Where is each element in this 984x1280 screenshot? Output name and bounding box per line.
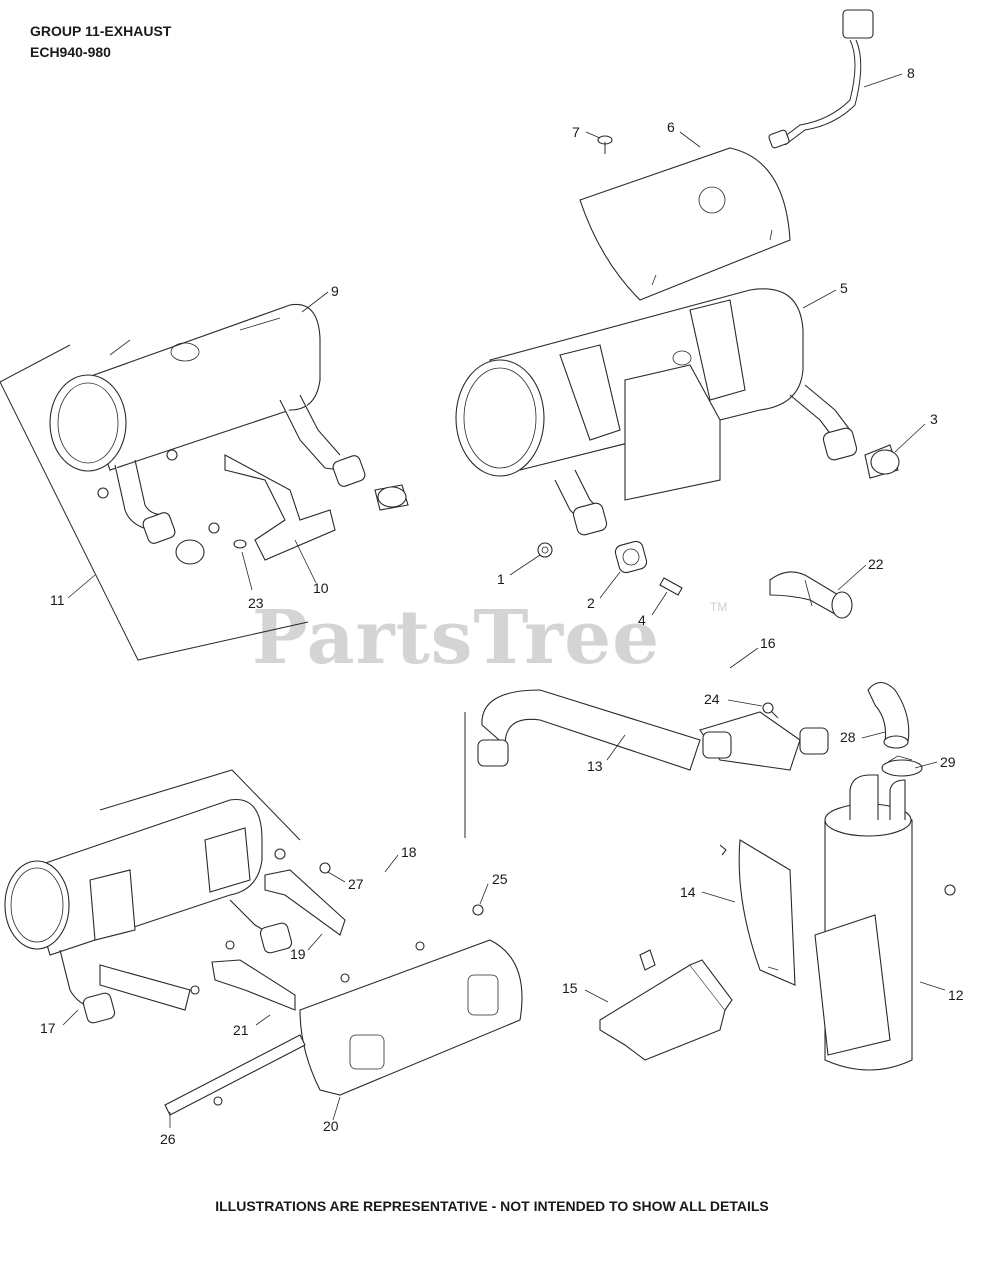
part-bolt-lower xyxy=(190,985,200,995)
part-20-heat-shield xyxy=(299,939,523,1096)
part-26-strip xyxy=(164,1034,306,1116)
part-6-heat-shield xyxy=(579,147,791,301)
watermark-trademark: TM xyxy=(710,600,728,614)
callout-17: 17 xyxy=(40,1020,56,1036)
part-9-muffler xyxy=(49,303,321,472)
callout-10: 10 xyxy=(313,580,329,596)
callout-18: 18 xyxy=(401,844,417,860)
part-23-washer xyxy=(233,539,247,549)
callout-25: 25 xyxy=(492,871,508,887)
part-12-vertical-muffler xyxy=(814,774,956,1071)
callout-12: 12 xyxy=(948,987,964,1003)
part-13-exhaust-pipe xyxy=(477,689,829,771)
callout-7: 7 xyxy=(572,124,580,140)
diagram-model: ECH940-980 xyxy=(30,44,111,60)
callout-13: 13 xyxy=(587,758,603,774)
part-screw-left xyxy=(208,522,220,534)
callout-16: 16 xyxy=(760,635,776,651)
part-nut-left xyxy=(97,487,109,499)
callout-6: 6 xyxy=(667,119,675,135)
watermark-text: PartsTree xyxy=(252,595,661,681)
part-2-gasket xyxy=(614,540,648,574)
part-screw-lower xyxy=(274,848,286,860)
callout-24: 24 xyxy=(704,691,720,707)
part-21-bracket xyxy=(211,959,296,1011)
part-17-muffler xyxy=(4,798,293,1024)
part-11-exhaust-pipe xyxy=(114,394,409,565)
callout-15: 15 xyxy=(562,980,578,996)
part-5-muffler xyxy=(455,288,804,501)
part-19-bracket xyxy=(264,869,346,936)
part-27-screw xyxy=(319,862,331,874)
diagram-title: GROUP 11-EXHAUST xyxy=(30,23,172,39)
callout-19: 19 xyxy=(290,946,306,962)
part-28-elbow xyxy=(867,681,910,749)
part-25-nut xyxy=(472,904,484,916)
callout-22: 22 xyxy=(868,556,884,572)
part-5-pipes xyxy=(554,384,858,536)
footer-disclaimer: ILLUSTRATIONS ARE REPRESENTATIVE - NOT I… xyxy=(215,1198,769,1214)
callout-27: 27 xyxy=(348,876,364,892)
callout-20: 20 xyxy=(323,1118,339,1134)
callout-26: 26 xyxy=(160,1131,176,1147)
callout-29: 29 xyxy=(940,754,956,770)
part-3-exhaust-tip xyxy=(864,444,900,479)
part-4-stud xyxy=(659,577,683,596)
part-bolt-lower-2 xyxy=(225,940,235,950)
callout-11: 11 xyxy=(50,592,65,608)
leader-lines xyxy=(62,73,946,1128)
callout-23: 23 xyxy=(248,595,264,611)
callout-3: 3 xyxy=(930,411,938,427)
callout-9: 9 xyxy=(331,283,339,299)
part-14-heat-shield xyxy=(719,839,796,986)
part-29-clamp xyxy=(881,755,923,777)
group-11-bracket xyxy=(0,344,309,661)
callout-5: 5 xyxy=(840,280,848,296)
callout-2: 2 xyxy=(587,595,595,611)
part-10-bracket xyxy=(224,454,336,561)
part-8-oxygen-sensor xyxy=(768,9,874,149)
group-18-bracket xyxy=(99,769,301,841)
part-24-bolt xyxy=(762,702,779,719)
part-7-screw xyxy=(597,135,613,154)
part-22-pipe-clamp xyxy=(769,571,853,619)
part-bolt-left xyxy=(166,449,178,461)
part-15-bracket xyxy=(599,949,733,1061)
callout-4: 4 xyxy=(638,612,646,628)
callout-8: 8 xyxy=(907,65,915,81)
callout-14: 14 xyxy=(680,884,696,900)
callout-21: 21 xyxy=(233,1022,249,1038)
callout-28: 28 xyxy=(840,729,856,745)
part-1-nut xyxy=(537,542,553,558)
callout-1: 1 xyxy=(497,571,505,587)
